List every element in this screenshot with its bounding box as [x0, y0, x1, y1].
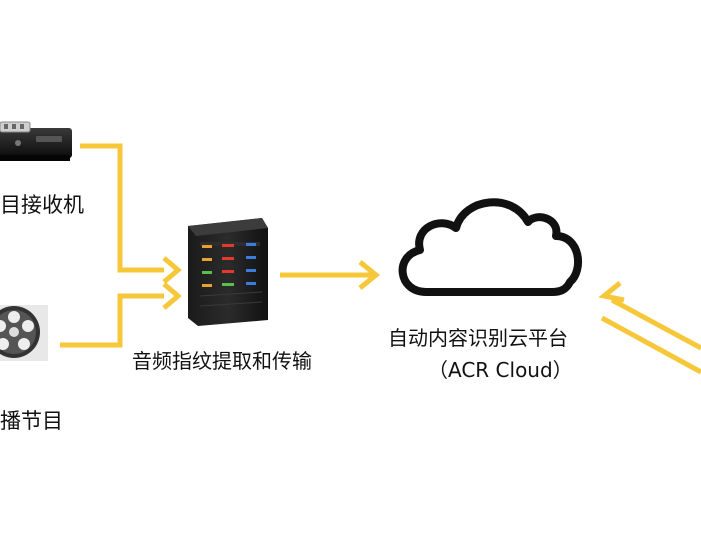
cloud-icon [398, 198, 582, 296]
cloud-subtitle-label: （ACR Cloud） [428, 358, 573, 382]
film-reel-icon [0, 305, 48, 361]
arrows-right-to-cloud [598, 281, 701, 375]
fingerprint-label: 音频指纹提取和传输 [132, 349, 312, 373]
arrows-to-server [60, 143, 182, 348]
broadcast-label: 播节目 [0, 409, 63, 433]
arrow-server-to-cloud [280, 260, 380, 290]
set-top-box-icon [0, 121, 72, 161]
arrow-broadcast-to-server [60, 293, 164, 348]
arrow-receiver-to-server [80, 143, 164, 273]
receiver-label: 目接收机 [0, 193, 84, 217]
cloud-title-label: 自动内容识别云平台 [388, 326, 568, 350]
server-icon [188, 218, 268, 326]
